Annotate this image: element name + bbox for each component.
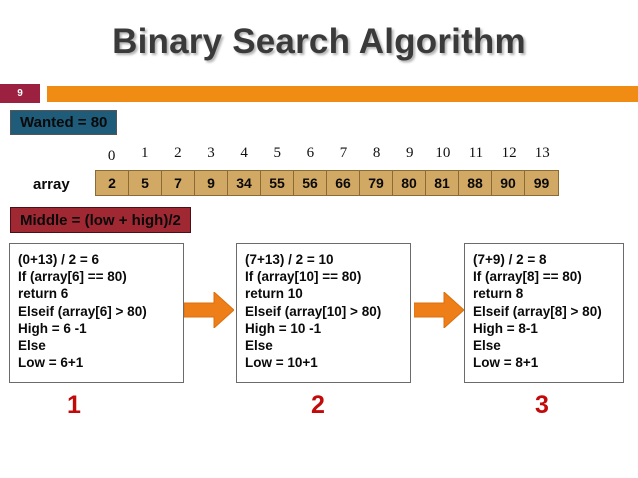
- array-index-cell: 7: [339, 145, 348, 161]
- step-line: Else: [18, 338, 46, 354]
- array-index-row: 0 1 2 3 4 5 6 7 8 9 10 11 12 13: [95, 145, 559, 167]
- array-value-cell: 88: [459, 171, 492, 195]
- array-value-cell: 5: [129, 171, 162, 195]
- step-number-label: 3: [535, 391, 549, 419]
- step-line: High = 10 -1: [245, 320, 322, 336]
- array-value-cell: 34: [228, 171, 261, 195]
- step-number-label: 1: [67, 391, 81, 419]
- array-value-row: 2 5 7 9 34 55 56 66 79 80 81 88 90 99: [95, 170, 559, 196]
- array-index-cell: 11: [468, 145, 484, 161]
- array-value-cell: 99: [525, 171, 558, 195]
- step-line: (7+9) / 2 = 8: [473, 252, 547, 267]
- slide-number-badge: 9: [0, 84, 40, 103]
- step-line: Low = 8+1: [473, 355, 539, 371]
- array-value-cell: 90: [492, 171, 525, 195]
- step-line: Else: [245, 338, 273, 354]
- step-line: High = 6 -1: [18, 320, 87, 336]
- right-block-arrow-icon: [413, 290, 465, 330]
- array-value-cell: 7: [162, 171, 195, 195]
- step-box-2: (7+13) / 2 = 10 If (array[10] == 80) ret…: [236, 243, 411, 383]
- step-line: High = 8-1: [473, 320, 538, 336]
- array-index-cell: 3: [207, 145, 215, 161]
- array-value-cell: 66: [327, 171, 360, 195]
- array-index-cell: 0: [107, 148, 116, 164]
- array-value-cell: 55: [261, 171, 294, 195]
- step-line: Elseif (array[6] > 80): [18, 303, 147, 319]
- array-label: array: [33, 176, 70, 193]
- right-block-arrow-icon: [183, 290, 235, 330]
- array-value-cell: 9: [195, 171, 228, 195]
- array-index-cell: 2: [174, 145, 182, 161]
- wanted-value-box: Wanted = 80: [10, 110, 118, 135]
- array-index-cell: 9: [405, 145, 414, 161]
- step-line: (0+13) / 2 = 6: [18, 252, 100, 267]
- step-line: (7+13) / 2 = 10: [245, 252, 334, 267]
- step-line: If (array[10] == 80): [245, 269, 362, 285]
- step-box-1: (0+13) / 2 = 6 If (array[6] == 80) retur…: [9, 243, 184, 383]
- array-index-cell: 6: [306, 145, 315, 161]
- step-box-3: (7+9) / 2 = 8 If (array[8] == 80) return…: [464, 243, 624, 383]
- array-index-cell: 10: [435, 145, 451, 161]
- array-index-cell: 8: [372, 145, 381, 161]
- array-value-cell: 81: [426, 171, 459, 195]
- array-index-cell: 13: [534, 145, 550, 161]
- step-line: Else: [473, 338, 501, 354]
- step-line: If (array[8] == 80): [473, 269, 582, 285]
- array-value-cell: 80: [393, 171, 426, 195]
- middle-formula-box: Middle = (low + high)/2: [10, 207, 191, 233]
- step-line: Elseif (array[10] > 80): [245, 303, 382, 319]
- array-index-cell: 12: [501, 145, 517, 161]
- step-line: return 6: [18, 286, 69, 302]
- array-value-cell: 79: [360, 171, 393, 195]
- step-line: Low = 6+1: [18, 355, 84, 371]
- array-index-cell: 1: [140, 145, 149, 161]
- step-line: return 10: [245, 286, 303, 302]
- array-value-cell: 56: [294, 171, 327, 195]
- step-line: return 8: [473, 286, 524, 302]
- page-title: Binary Search Algorithm: [112, 22, 526, 61]
- header-divider-bar: [47, 86, 638, 102]
- step-line: If (array[6] == 80): [18, 269, 127, 285]
- array-index-cell: 5: [273, 145, 281, 161]
- array-index-cell: 4: [240, 145, 248, 161]
- step-line: Low = 10+1: [245, 355, 318, 371]
- step-number-label: 2: [311, 391, 325, 419]
- array-value-cell: 2: [96, 171, 129, 195]
- step-line: Elseif (array[8] > 80): [473, 303, 602, 319]
